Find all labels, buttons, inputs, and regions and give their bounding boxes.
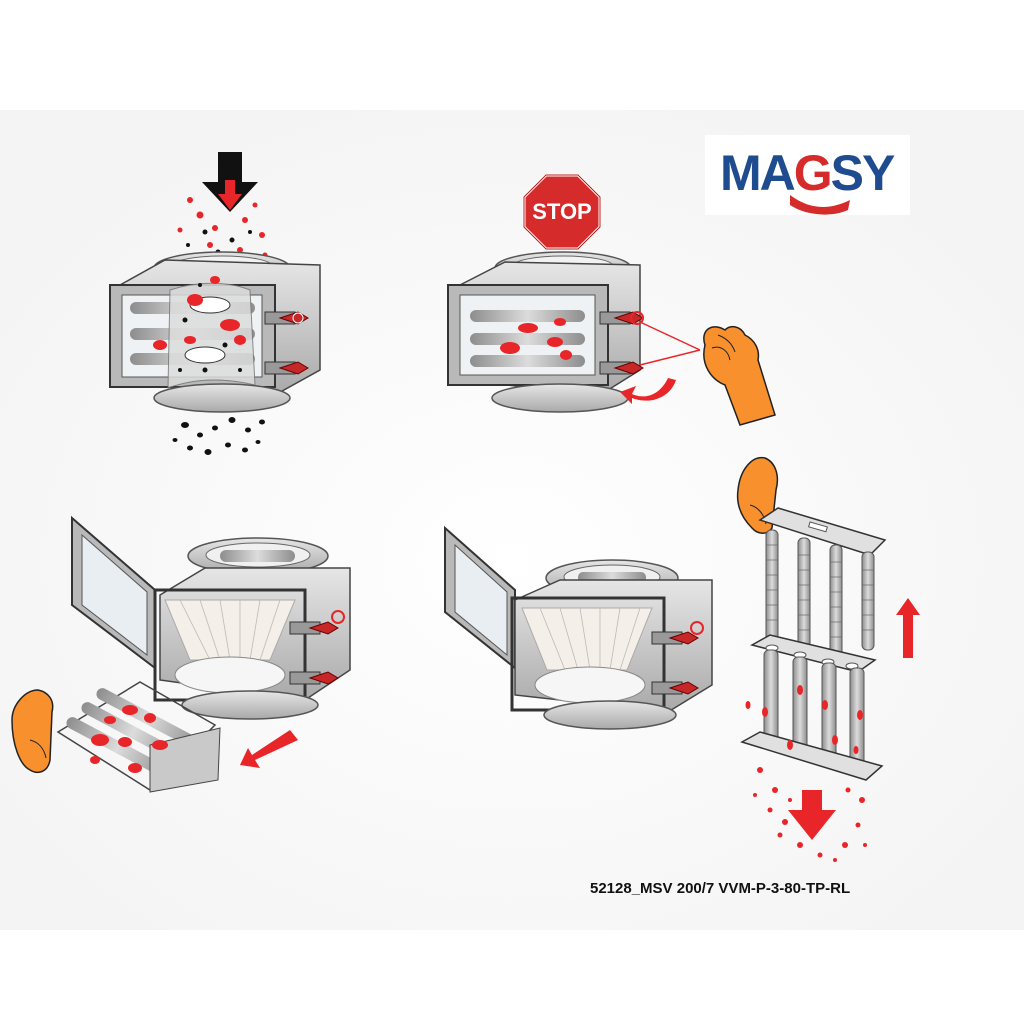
logo-text-suffix: SY (831, 145, 895, 201)
step-5-clean-rods (736, 456, 920, 862)
sleeve-tubes (763, 649, 865, 769)
red-down-arrow-icon (218, 180, 242, 210)
logo-text-prefix: MA (720, 145, 795, 201)
brand-logo: MAGSY (705, 135, 910, 215)
step-4-grid-removed (444, 525, 713, 730)
hand-icon (703, 325, 776, 426)
step-2-stop: STOP (447, 173, 776, 426)
step-1-flow (109, 152, 321, 455)
stop-sign-icon: STOP (522, 173, 602, 251)
diagonal-arrow-icon (240, 730, 298, 768)
down-arrow-icon (788, 790, 836, 840)
magnetic-grid (56, 681, 221, 793)
step-3-open-door (11, 515, 351, 793)
up-arrow-icon (896, 598, 920, 658)
discharge-particles-icon (172, 417, 265, 455)
background-panel (0, 110, 1024, 930)
hand-icon (11, 689, 54, 773)
svg-text:MAGSY: MAGSY (720, 145, 895, 201)
logo-text-g: G (794, 145, 831, 201)
stop-sign-label: STOP (532, 199, 592, 224)
model-caption: 52128_MSV 200/7 VVM-P-3-80-TP-RL (590, 880, 850, 897)
rotate-arrow-icon (620, 378, 676, 404)
falling-particles-icon (753, 767, 867, 862)
